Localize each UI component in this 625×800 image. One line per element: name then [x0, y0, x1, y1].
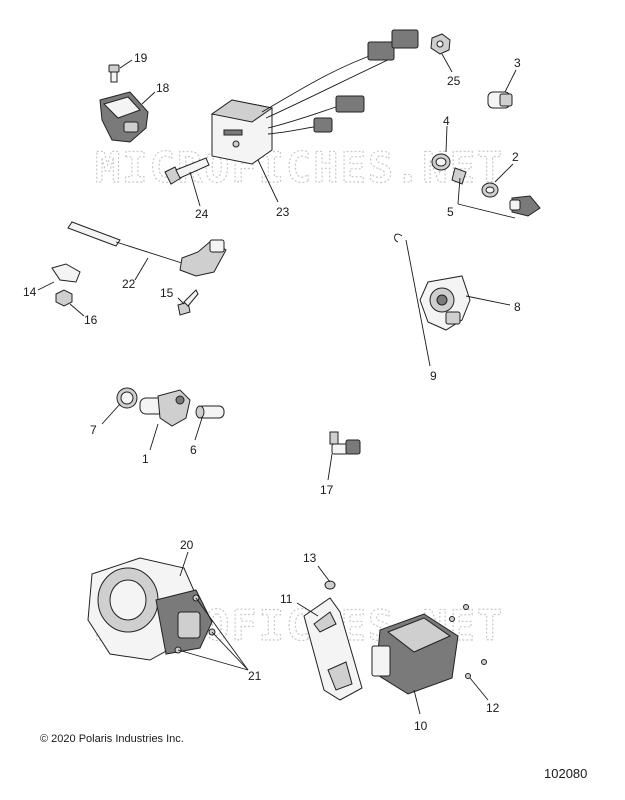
- callout-3: 3: [514, 56, 521, 70]
- part-13-screw[interactable]: [324, 580, 336, 590]
- callout-9: 9: [430, 369, 437, 383]
- part-12-screws[interactable]: [449, 604, 487, 679]
- callout-10: 10: [414, 719, 428, 733]
- part-9-clip[interactable]: [394, 233, 403, 243]
- document-number: 102080: [544, 766, 588, 781]
- part-4-ring[interactable]: [431, 153, 451, 171]
- part-5-sensor-assembly[interactable]: [451, 167, 541, 217]
- copyright-text: © 2020 Polaris Industries Inc.: [40, 733, 184, 745]
- callout-16: 16: [84, 313, 98, 327]
- part-24-bolt[interactable]: [164, 157, 210, 185]
- part-20-throttle-body[interactable]: [87, 557, 213, 661]
- callout-22: 22: [122, 277, 136, 291]
- part-8-knock-sensor[interactable]: [419, 275, 471, 331]
- callout-15: 15: [160, 286, 174, 300]
- callout-23: 23: [276, 205, 290, 219]
- part-15-screw[interactable]: [177, 289, 199, 316]
- callout-20: 20: [180, 538, 194, 552]
- part-10-ecu[interactable]: [371, 613, 459, 695]
- callout-11: 11: [280, 592, 293, 606]
- part-11-bracket[interactable]: [303, 597, 363, 701]
- callout-numbers: 19 18 24 23 25 3 4 2 5 22 14 16 15 8 9 7…: [23, 51, 521, 733]
- callout-7: 7: [90, 423, 97, 437]
- part-6-spacer[interactable]: [195, 405, 225, 419]
- part-17-temp-sensor[interactable]: [329, 431, 361, 455]
- part-22-crank-sensor[interactable]: [67, 221, 227, 277]
- callout-1: 1: [142, 452, 149, 466]
- part-25-nut[interactable]: [430, 33, 451, 55]
- callout-24: 24: [195, 207, 209, 221]
- callout-18: 18: [156, 81, 170, 95]
- part-18-sensor[interactable]: [99, 91, 149, 143]
- callout-14: 14: [23, 285, 37, 299]
- part-3-plug[interactable]: [487, 91, 513, 109]
- callout-21: 21: [248, 669, 262, 683]
- part-16-nut[interactable]: [55, 289, 73, 307]
- part-14-bracket[interactable]: [51, 263, 81, 283]
- callout-13: 13: [303, 551, 317, 565]
- part-23-harness-module[interactable]: [210, 29, 419, 165]
- callout-17: 17: [320, 483, 334, 497]
- part-7-o-ring[interactable]: [116, 387, 138, 409]
- callout-25: 25: [447, 74, 461, 88]
- part-2-washer[interactable]: [481, 182, 499, 198]
- callout-2: 2: [512, 150, 519, 164]
- leader-lines: [37, 53, 517, 715]
- callout-12: 12: [486, 701, 500, 715]
- callout-4: 4: [443, 114, 450, 128]
- callout-19: 19: [134, 51, 148, 65]
- callout-5: 5: [447, 205, 454, 219]
- part-1-cam-sensor[interactable]: [139, 389, 191, 427]
- callout-6: 6: [190, 443, 197, 457]
- part-19-bolt[interactable]: [108, 64, 120, 83]
- callout-8: 8: [514, 300, 521, 314]
